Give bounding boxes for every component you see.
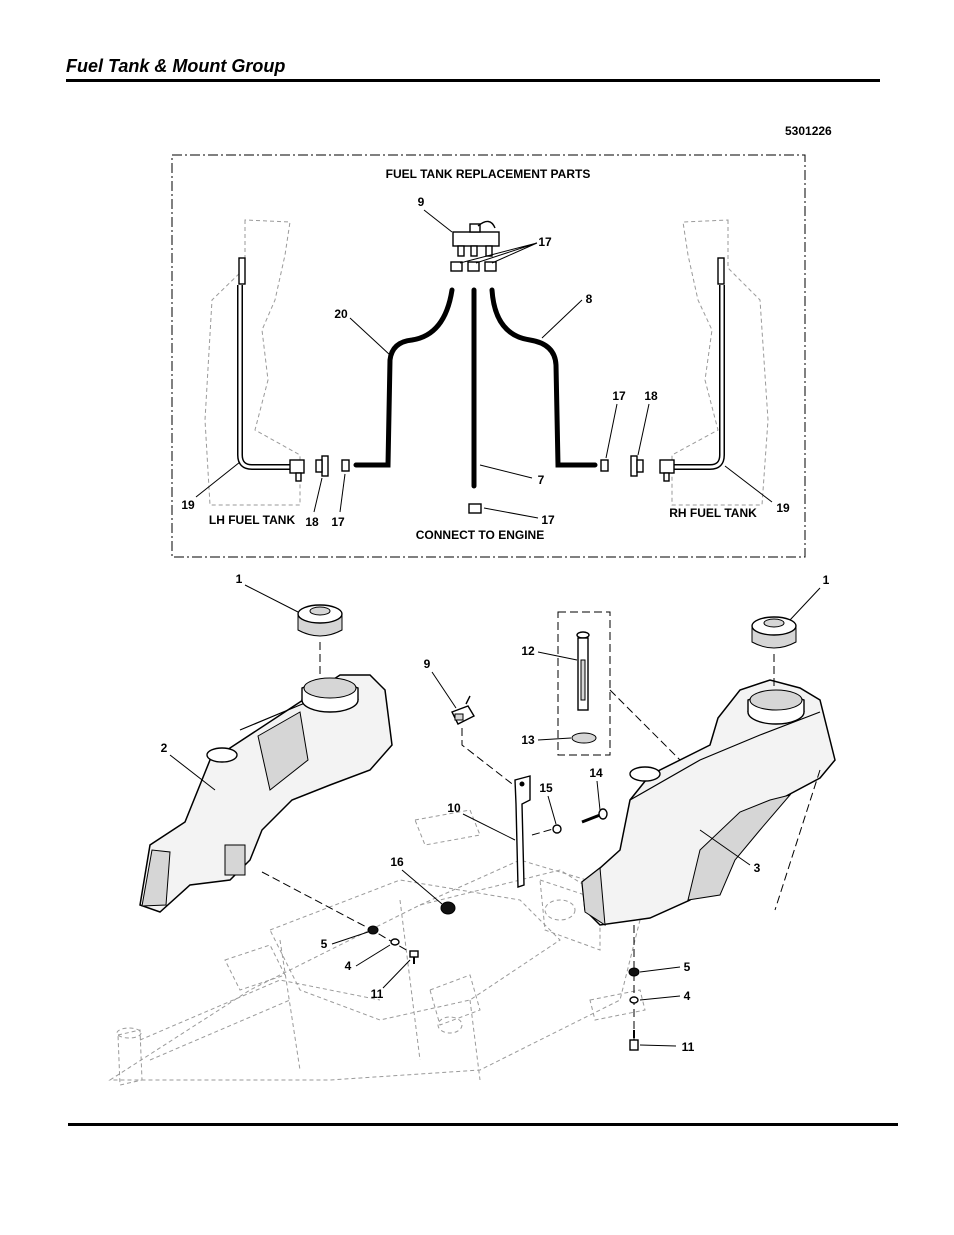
caption-connect-engine: CONNECT TO ENGINE: [416, 528, 544, 542]
engine-clamp: [468, 503, 482, 514]
lh-tank-ghost-outline: [204, 219, 301, 506]
gauge-group-box: [557, 611, 611, 756]
header-rule: [66, 79, 880, 82]
figure-id: 5301226: [785, 124, 832, 138]
callout-washer-bracket: 15: [539, 781, 553, 795]
callout-lh-washer-4: 4: [345, 959, 352, 973]
callout-tank-right: 3: [754, 861, 761, 875]
bracket-washer: [552, 824, 562, 834]
callout-gauge: 12: [521, 644, 535, 658]
lh-washer-5: [367, 925, 379, 935]
callout-pickup-right: 19: [776, 501, 790, 515]
callout-hose-7: 7: [538, 473, 545, 487]
rh-fuel-cap: [751, 616, 797, 649]
lh-hose-clamp: [341, 459, 350, 472]
callout-lh-washer-5: 5: [321, 937, 328, 951]
callout-clamp-engine: 17: [541, 513, 555, 527]
rh-grommet: [630, 455, 644, 477]
callout-rh-bolt: 11: [682, 1040, 695, 1054]
rh-bolt: [629, 1030, 639, 1051]
callout-grommet-left: 18: [305, 515, 319, 529]
callout-pickup-left: 19: [181, 498, 195, 512]
callout-screw: 14: [589, 766, 603, 780]
valve-bracket: [514, 775, 531, 888]
selector-valve: [451, 695, 475, 725]
callout-hose-8: 8: [586, 292, 593, 306]
fuel-gauge: [576, 631, 590, 711]
valve-clamp-3: [484, 261, 497, 272]
rh-pickup-tube: [659, 257, 725, 482]
valve-clamp-1: [450, 261, 463, 272]
caption-lh-tank: LH FUEL TANK: [209, 513, 296, 527]
gauge-seal: [571, 732, 597, 744]
callout-gauge-seal: 13: [521, 733, 535, 747]
grommet-bushing: [440, 901, 456, 915]
callout-hose-20: 20: [334, 307, 348, 321]
callout-clamp-right: 17: [612, 389, 626, 403]
inset-title: FUEL TANK REPLACEMENT PARTS: [386, 167, 591, 181]
rh-fuel-tank: [581, 679, 836, 926]
lh-washer-4: [390, 938, 400, 946]
callout-tank-left: 2: [161, 741, 168, 755]
lh-pickup-tube: [237, 257, 305, 482]
rh-washer-4: [629, 996, 639, 1004]
lh-fuel-cap: [297, 604, 343, 637]
callout-clamp-left: 17: [331, 515, 345, 529]
callout-bracket: 10: [447, 801, 461, 815]
callout-inset-clamps-top: 17: [538, 235, 552, 249]
callout-cap-right: 1: [823, 573, 830, 587]
replacement-parts-inset: FUEL TANK REPLACEMENT PARTS: [171, 154, 806, 558]
caption-rh-tank: RH FUEL TANK: [669, 506, 757, 520]
callout-rh-washer-4: 4: [684, 989, 691, 1003]
callout-inset-valve: 9: [418, 195, 425, 209]
callout-cap-left: 1: [236, 572, 243, 586]
page-title: Fuel Tank & Mount Group: [66, 56, 286, 76]
inset-border: [171, 154, 806, 558]
callout-lh-bolt: 11: [371, 987, 384, 1001]
rh-tank-ghost-outline: [671, 219, 769, 506]
callout-rh-washer-5: 5: [684, 960, 691, 974]
rh-washer-5: [628, 967, 640, 977]
hose-20: [353, 287, 455, 468]
bracket-screw: [581, 813, 601, 824]
lh-bolt: [409, 950, 419, 964]
hose-8: [489, 287, 598, 468]
callout-grommet-right: 18: [644, 389, 658, 403]
rh-hose-clamp: [600, 459, 609, 472]
callout-bushing: 16: [390, 855, 404, 869]
callout-valve: 9: [424, 657, 431, 671]
inset-selector-valve: [452, 220, 500, 257]
lh-grommet: [315, 455, 329, 477]
lh-fuel-tank: [139, 674, 393, 913]
valve-clamp-2: [467, 261, 480, 272]
valve-to-bracket-line: [461, 728, 521, 791]
mower-frame-ghost: [108, 809, 646, 1086]
footer-rule: [68, 1123, 898, 1126]
